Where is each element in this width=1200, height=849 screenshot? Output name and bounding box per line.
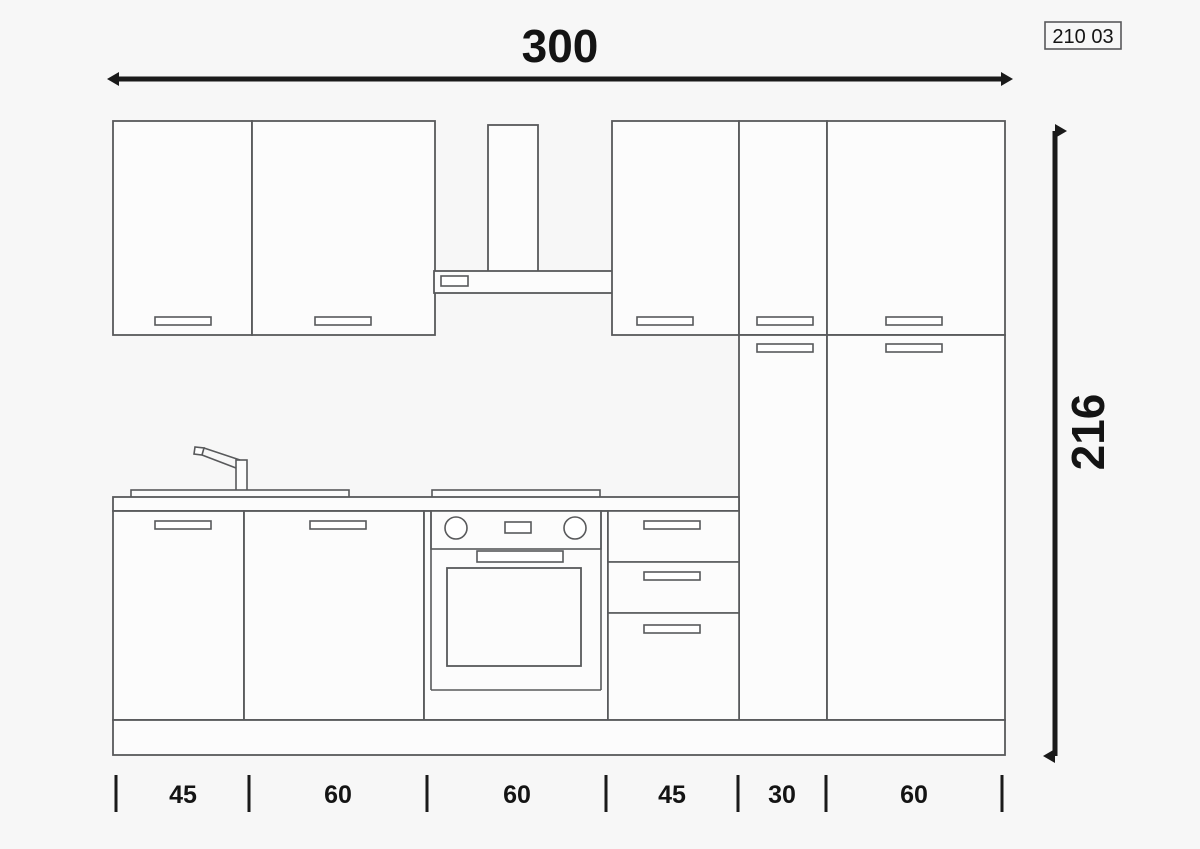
tall-cabinet-30-lower-door[interactable] bbox=[738, 334, 828, 721]
base-cabinet-60[interactable] bbox=[243, 510, 425, 721]
oven-door-window[interactable] bbox=[446, 567, 582, 667]
drawer-bottom-handle[interactable] bbox=[643, 624, 701, 634]
drawer-middle[interactable] bbox=[607, 561, 740, 614]
tall-cabinet-30[interactable] bbox=[738, 120, 828, 721]
wall-cabinet-45-door[interactable] bbox=[112, 120, 253, 336]
oven-display bbox=[504, 521, 532, 534]
tall-cabinet-60[interactable] bbox=[826, 120, 1006, 721]
drawer-top[interactable] bbox=[607, 510, 740, 563]
segment-label-2: 60 bbox=[503, 781, 531, 809]
tall-cabinet-60-lower-door[interactable] bbox=[826, 334, 1006, 721]
tall-cabinet-60-lower-handle[interactable] bbox=[885, 343, 943, 353]
drawer-top-handle[interactable] bbox=[643, 520, 701, 530]
base-cabinet-60-door[interactable] bbox=[243, 510, 425, 721]
sink-base-45-door[interactable] bbox=[112, 510, 245, 721]
wall-cabinet-45-right-door[interactable] bbox=[611, 120, 740, 336]
cooker-hood-control-button[interactable] bbox=[440, 275, 469, 287]
segment-label-3: 45 bbox=[658, 781, 686, 809]
oven-door-handle[interactable] bbox=[476, 550, 564, 563]
wall-cabinet-60-handle[interactable] bbox=[314, 316, 372, 326]
overall-height-label: 216 bbox=[1062, 394, 1114, 471]
tall-cabinet-30-lower-handle[interactable] bbox=[756, 343, 814, 353]
base-cabinet-60-handle[interactable] bbox=[309, 520, 367, 530]
tall-cabinet-60-upper-handle[interactable] bbox=[885, 316, 943, 326]
drawer-middle-handle[interactable] bbox=[643, 571, 701, 581]
cooker-hood[interactable] bbox=[433, 124, 615, 294]
tall-cabinet-30-upper-handle[interactable] bbox=[756, 316, 814, 326]
wall-cabinet-45-handle[interactable] bbox=[154, 316, 212, 326]
drawer-unit-45[interactable] bbox=[607, 510, 740, 721]
plinth bbox=[112, 719, 1006, 756]
wall-cabinet-60[interactable] bbox=[251, 120, 436, 336]
wall-cabinet-45-right[interactable] bbox=[611, 120, 740, 336]
sink-base-45-handle[interactable] bbox=[154, 520, 212, 530]
wall-cabinet-45[interactable] bbox=[112, 120, 253, 336]
segment-label-4: 30 bbox=[768, 781, 796, 809]
cooker-hood-chimney bbox=[487, 124, 539, 274]
sink-base-45[interactable] bbox=[112, 510, 245, 721]
segment-label-5: 60 bbox=[900, 781, 928, 809]
tall-cabinet-30-upper-door[interactable] bbox=[738, 120, 828, 336]
code-label-box bbox=[1044, 21, 1122, 50]
faucet-aerator bbox=[193, 446, 206, 456]
segment-tick-marks bbox=[114, 775, 1004, 812]
faucet-spout-lower bbox=[201, 454, 237, 469]
segment-label-1: 60 bbox=[324, 781, 352, 809]
segment-label-0: 45 bbox=[169, 781, 197, 809]
worktop bbox=[112, 496, 740, 512]
code-label bbox=[1044, 21, 1122, 50]
wall-cabinet-60-door[interactable] bbox=[251, 120, 436, 336]
tall-cabinet-60-upper-door[interactable] bbox=[826, 120, 1006, 336]
oven-knob-right[interactable] bbox=[563, 516, 587, 540]
code-label-text: 210 03 bbox=[1052, 26, 1113, 48]
faucet-spout-upper bbox=[203, 447, 241, 461]
faucet[interactable] bbox=[193, 446, 248, 496]
wall-cabinet-45-right-handle[interactable] bbox=[636, 316, 694, 326]
overall-width-label: 300 bbox=[522, 20, 599, 72]
oven-unit-60[interactable] bbox=[423, 510, 609, 721]
oven-knob-left[interactable] bbox=[444, 516, 468, 540]
